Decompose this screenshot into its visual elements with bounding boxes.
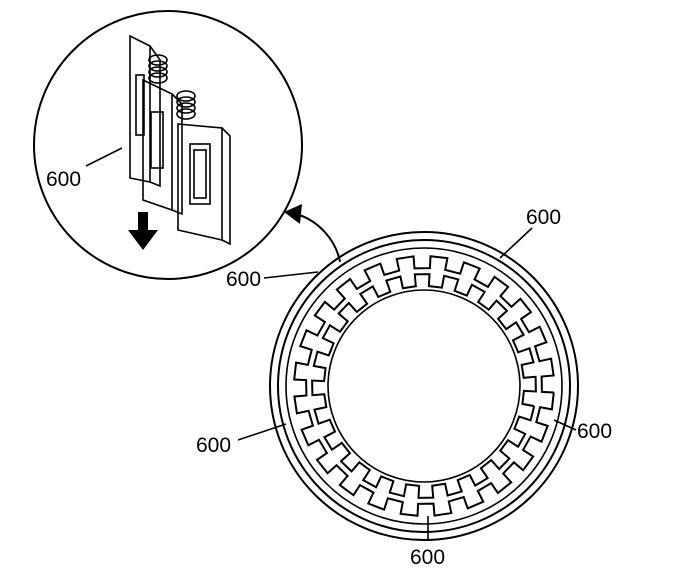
inner-gear-teeth [311, 273, 537, 499]
outer-ring-inner-edge [277, 239, 571, 533]
spring-band [285, 247, 563, 525]
outer-gear-teeth [293, 255, 555, 517]
leader-right [553, 419, 577, 431]
coil-spring-2 [176, 90, 196, 120]
label-600-top-left: 600 [226, 268, 261, 291]
leader-left [237, 423, 287, 441]
coil-spring-1 [148, 54, 168, 84]
label-600-bottom: 600 [410, 546, 445, 569]
label-600-right: 600 [577, 420, 612, 443]
magnified-inset: 600 [33, 10, 303, 280]
inset-circle [33, 10, 303, 280]
spring-plate-back [129, 34, 161, 188]
leader-top-left [263, 271, 319, 279]
curved-arrow-icon [284, 204, 341, 263]
label-600-left: 600 [196, 434, 231, 457]
inner-bore [327, 289, 521, 483]
label-600-top-right: 600 [526, 206, 561, 229]
label-600-inset: 600 [46, 168, 81, 191]
outer-ring [269, 231, 579, 541]
leader-inset [85, 147, 123, 167]
spring-plate-front [177, 123, 231, 246]
leader-top-right [499, 227, 533, 259]
spring-plate-middle [142, 78, 183, 216]
down-arrow-icon [128, 212, 158, 250]
clutch-ring-assembly [269, 231, 579, 541]
